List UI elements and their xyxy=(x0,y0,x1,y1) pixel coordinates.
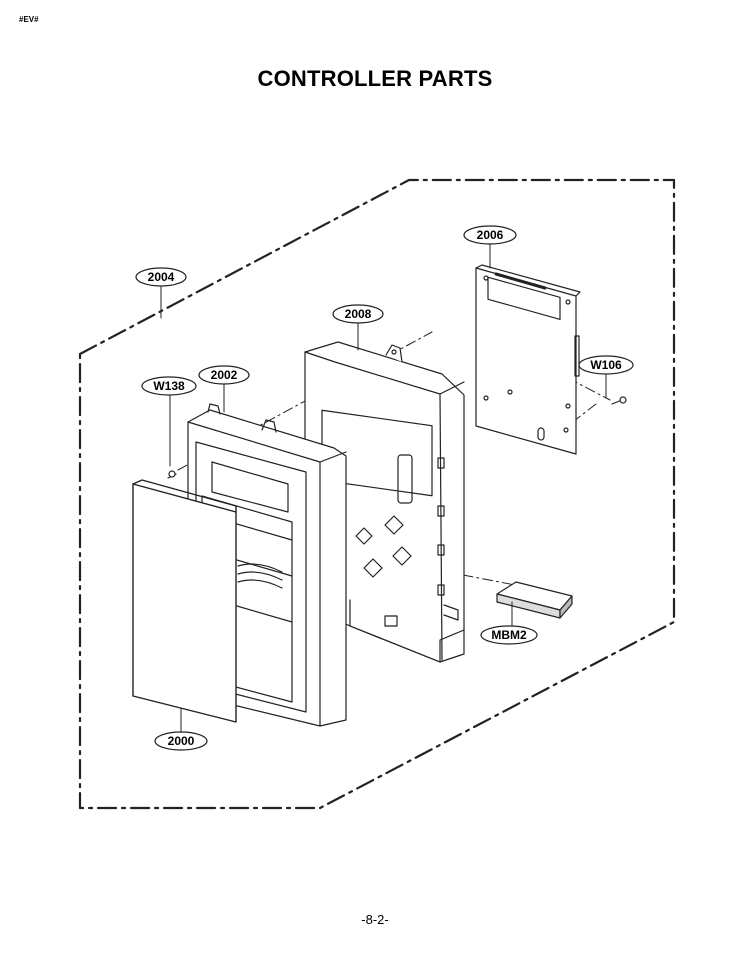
callout-2006: 2006 xyxy=(463,225,517,245)
part-mbm2-module xyxy=(496,581,573,619)
callout-2006-label: 2006 xyxy=(477,228,504,242)
page-number: -8-2- xyxy=(361,912,389,927)
part-2006-pcb xyxy=(475,264,581,455)
screw-w138 xyxy=(167,470,177,479)
callout-2000-label: 2000 xyxy=(168,734,195,748)
callout-2008: 2008 xyxy=(332,304,384,324)
part-2000-panel xyxy=(132,479,237,723)
callout-2004-label: 2004 xyxy=(148,270,175,284)
callout-2008-label: 2008 xyxy=(345,307,372,321)
callout-2004: 2004 xyxy=(135,267,187,287)
callout-w138: W138 xyxy=(141,376,197,396)
callout-mbm2-label: MBM2 xyxy=(491,628,527,642)
callout-mbm2: MBM2 xyxy=(480,625,538,645)
callout-w106: W106 xyxy=(578,355,634,375)
page-title: CONTROLLER PARTS xyxy=(257,66,493,91)
callouts: 2004 2002 W138 2008 2006 W106 MBM2 2000 xyxy=(135,225,634,751)
callout-2000: 2000 xyxy=(154,731,208,751)
callout-2002-label: 2002 xyxy=(211,368,238,382)
callout-w106-label: W106 xyxy=(590,358,622,372)
leader-lines xyxy=(160,243,607,733)
screw-w106 xyxy=(611,396,627,405)
document-code: #EV# xyxy=(19,15,39,24)
callout-w138-label: W138 xyxy=(153,379,185,393)
callout-2002: 2002 xyxy=(198,365,250,385)
assembly-boundary xyxy=(78,178,676,810)
